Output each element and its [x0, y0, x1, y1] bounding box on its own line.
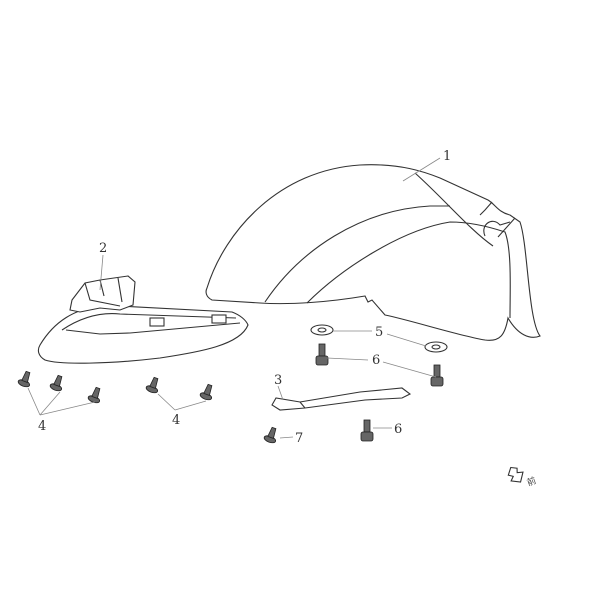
callout-1: 1 [443, 149, 451, 164]
front-direction-arrow-icon [507, 466, 524, 483]
callout-2: 2 [99, 241, 107, 256]
bolts [315, 343, 444, 442]
callout-4: 4 [38, 419, 46, 434]
callout-6: 6 [372, 353, 380, 368]
screws [17, 370, 277, 444]
callout-6: 6 [394, 422, 402, 437]
washers [310, 324, 448, 353]
callout-4: 4 [172, 413, 180, 428]
direction-label: 前 [525, 474, 538, 488]
bracket [271, 387, 412, 411]
fender-trim [37, 275, 249, 364]
leader-lines [27, 157, 441, 439]
callout-7: 7 [295, 431, 303, 446]
front-fender [205, 164, 541, 341]
callout-5: 5 [375, 325, 383, 340]
callout-3: 3 [274, 373, 282, 388]
